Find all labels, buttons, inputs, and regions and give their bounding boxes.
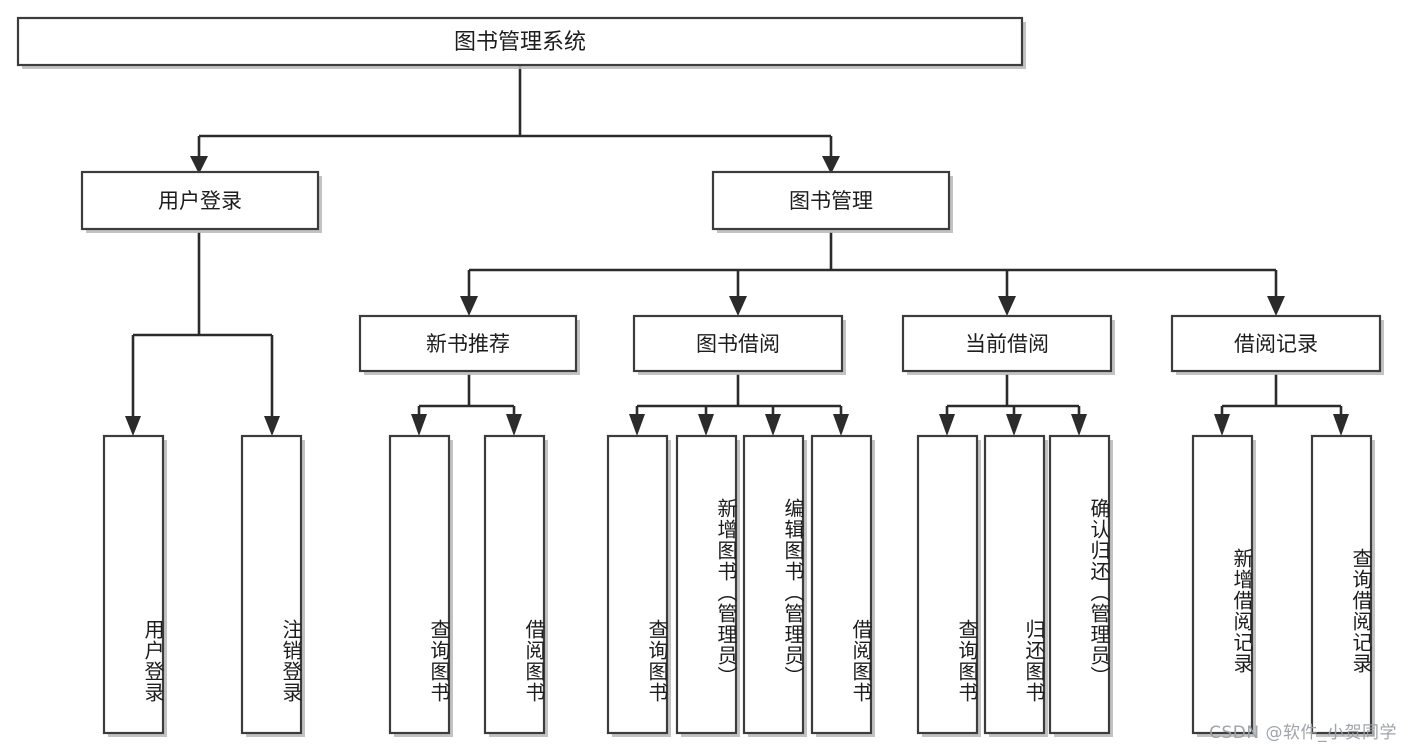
- leaf-user-login-1-rect[interactable]: [240, 434, 303, 735]
- leaf-book-borrow-2[interactable]: [742, 434, 807, 737]
- node-user-login-rect[interactable]: [80, 170, 320, 231]
- leaf-book-borrow-3[interactable]: [810, 434, 875, 737]
- arrow-bm-to-borrow-record: [1267, 296, 1285, 316]
- leaf-user-login-0-rect[interactable]: [102, 434, 165, 735]
- leaf-book-borrow-0[interactable]: [606, 434, 671, 737]
- leaf-current-borrow-1[interactable]: [983, 434, 1048, 737]
- arrow-root-to-user-login: [190, 156, 208, 174]
- arrow-bm-to-new-book: [460, 296, 478, 316]
- arrow-user-login-leaf1: [125, 416, 141, 436]
- node-current-borrow-label: 当前借阅: [965, 332, 1049, 356]
- watermark-text: CSDN @软件_小贺同学: [1209, 723, 1397, 743]
- arrow-bm-to-current-borrow: [998, 296, 1016, 316]
- leaf-borrow-record-1-rect[interactable]: [1310, 434, 1373, 735]
- node-book-manage[interactable]: 图书管理: [711, 170, 953, 233]
- leaf-book-borrow-3-rect[interactable]: [810, 434, 873, 735]
- arrow-borrow-record-leaf2: [1333, 414, 1349, 436]
- leaf-current-borrow-0-rect[interactable]: [916, 434, 979, 735]
- node-current-borrow-rect[interactable]: [901, 314, 1113, 373]
- arrow-new-book-leaf2: [506, 414, 522, 436]
- arrow-current-borrow-leaf3: [1071, 414, 1087, 436]
- node-root-rect[interactable]: [16, 16, 1024, 67]
- node-new-book-recommend[interactable]: 新书推荐: [358, 314, 580, 375]
- connector-layer: [125, 65, 1349, 436]
- node-user-login-label: 用户登录: [158, 189, 242, 213]
- node-borrow-record-label: 借阅记录: [1234, 332, 1318, 356]
- arrow-user-login-leaf2: [264, 416, 280, 436]
- node-book-manage-label: 图书管理: [789, 189, 873, 213]
- arrow-book-borrow-leaf2: [698, 414, 714, 436]
- arrow-borrow-record-leaf1: [1214, 414, 1230, 436]
- node-book-borrow[interactable]: 图书借阅: [632, 314, 846, 375]
- arrow-current-borrow-leaf2: [1006, 414, 1022, 436]
- node-book-borrow-rect[interactable]: [632, 314, 844, 373]
- leaf-current-borrow-0[interactable]: [916, 434, 981, 737]
- leaf-book-borrow-0-rect[interactable]: [606, 434, 669, 735]
- leaf-new-book-0[interactable]: [388, 434, 453, 737]
- node-borrow-record-rect[interactable]: [1170, 314, 1382, 373]
- node-current-borrow[interactable]: 当前借阅: [901, 314, 1115, 375]
- leaf-new-book-1-rect[interactable]: [483, 434, 546, 735]
- node-user-login[interactable]: 用户登录: [80, 170, 322, 233]
- leaf-new-book-0-rect[interactable]: [388, 434, 451, 735]
- node-root[interactable]: 图书管理系统: [16, 16, 1026, 69]
- node-book-borrow-label: 图书借阅: [696, 332, 780, 356]
- leaf-book-borrow-2-rect[interactable]: [742, 434, 805, 735]
- leaf-current-borrow-2-rect[interactable]: [1048, 434, 1111, 735]
- node-root-label: 图书管理系统: [454, 30, 586, 55]
- node-new-book-label: 新书推荐: [426, 332, 510, 356]
- leaf-book-borrow-1[interactable]: [675, 434, 740, 737]
- leaf-current-borrow-2[interactable]: [1048, 434, 1113, 737]
- leaf-user-login-0[interactable]: [102, 434, 167, 737]
- node-book-manage-rect[interactable]: [711, 170, 951, 231]
- arrow-current-borrow-leaf1: [939, 414, 955, 436]
- leaf-book-borrow-1-rect[interactable]: [675, 434, 738, 735]
- arrow-bm-to-book-borrow: [729, 296, 747, 316]
- leaf-borrow-record-0-rect[interactable]: [1191, 434, 1254, 735]
- leaf-borrow-record-1[interactable]: [1310, 434, 1375, 737]
- arrow-book-borrow-leaf1: [629, 414, 645, 436]
- node-borrow-record[interactable]: 借阅记录: [1170, 314, 1384, 375]
- arrow-book-borrow-leaf4: [833, 414, 849, 436]
- leaf-user-login-1[interactable]: [240, 434, 305, 737]
- arrow-book-borrow-leaf3: [765, 414, 781, 436]
- leaf-new-book-1[interactable]: [483, 434, 548, 737]
- node-new-book-rect[interactable]: [358, 314, 578, 373]
- arrow-new-book-leaf1: [411, 414, 427, 436]
- leaf-current-borrow-1-rect[interactable]: [983, 434, 1046, 735]
- leaf-borrow-record-0[interactable]: [1191, 434, 1256, 737]
- arrow-root-to-book-manage: [822, 156, 840, 174]
